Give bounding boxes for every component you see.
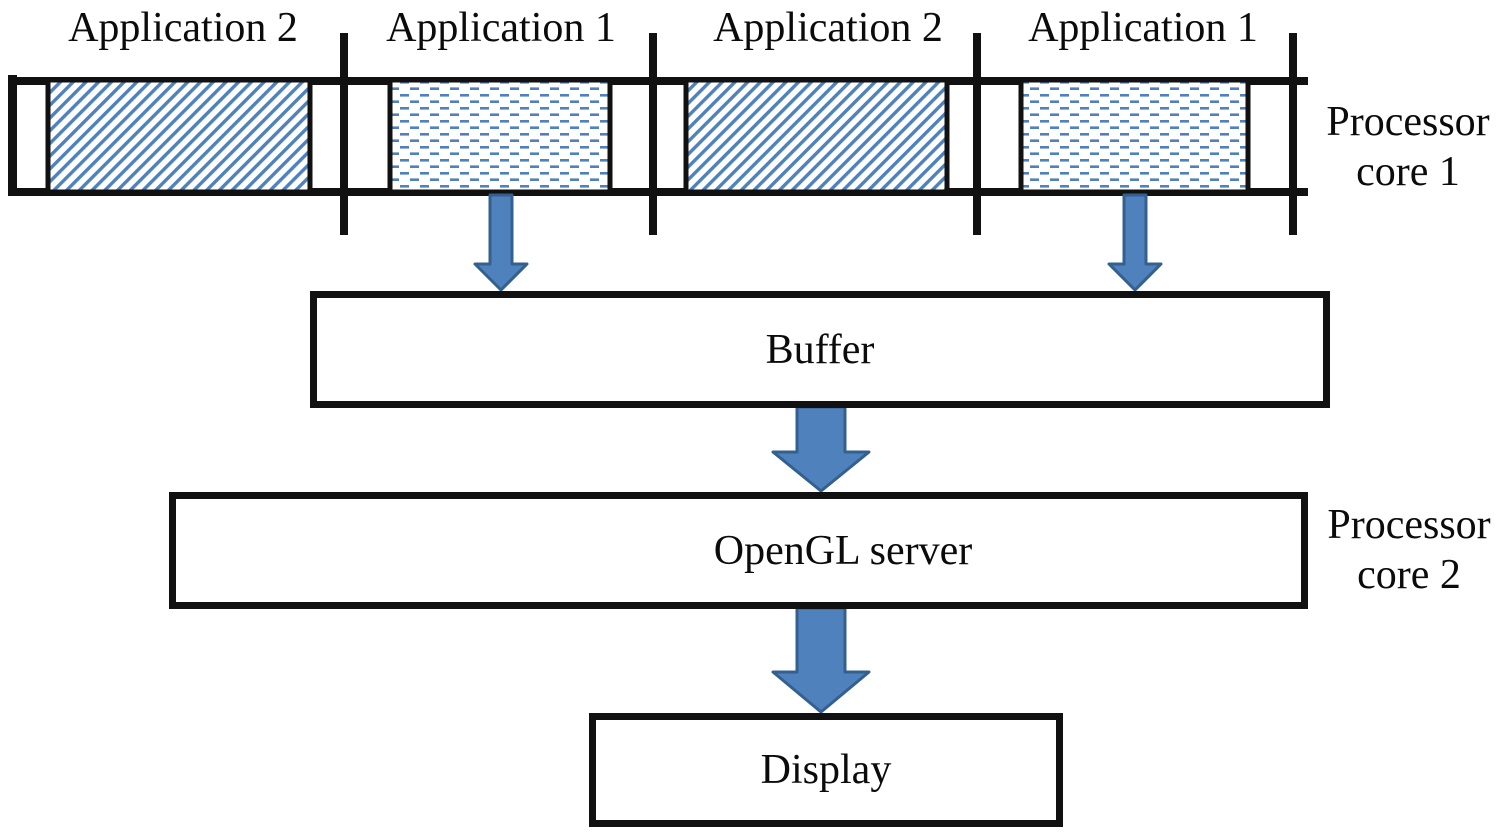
segment-divider-3 xyxy=(973,33,981,235)
block-application-2-second xyxy=(683,77,950,195)
block-application-1-second xyxy=(1018,77,1251,195)
timeline-bottom-line xyxy=(8,188,1308,196)
processor-core-1-line1: Processor xyxy=(1326,99,1490,145)
opengl-server-box: OpenGL server xyxy=(169,492,1308,609)
processor-core-1-label: Processor core 1 xyxy=(1326,97,1489,197)
arrow-buffer-to-opengl xyxy=(771,405,871,493)
processor-core-2-line2: core 2 xyxy=(1357,552,1461,598)
processor-core-1-line2: core 1 xyxy=(1356,149,1460,195)
app-label-3: Application 2 xyxy=(713,5,943,51)
app-label-4: Application 1 xyxy=(1028,5,1258,51)
arrow-app1-to-buffer-right xyxy=(1107,193,1163,292)
display-label: Display xyxy=(760,747,892,793)
processor-core-2-label: Processor core 2 xyxy=(1327,500,1490,600)
segment-divider-4 xyxy=(1289,33,1297,235)
arrow-opengl-to-display xyxy=(771,606,871,714)
timeline-left-endcap xyxy=(8,75,17,196)
timeline-top-line xyxy=(8,77,1308,85)
arrow-app1-to-buffer-left xyxy=(473,193,529,292)
segment-divider-1 xyxy=(340,33,348,235)
block-application-1-first xyxy=(387,77,613,195)
buffer-label: Buffer xyxy=(765,326,875,373)
display-box: Display xyxy=(589,713,1063,827)
buffer-box: Buffer xyxy=(310,291,1330,408)
app-label-1: Application 2 xyxy=(68,5,298,51)
segment-divider-2 xyxy=(649,33,657,235)
processor-core-2-line1: Processor xyxy=(1327,502,1491,548)
block-application-2-first xyxy=(45,77,313,195)
app-label-2: Application 1 xyxy=(386,5,616,51)
opengl-server-label: OpenGL server xyxy=(713,527,973,574)
